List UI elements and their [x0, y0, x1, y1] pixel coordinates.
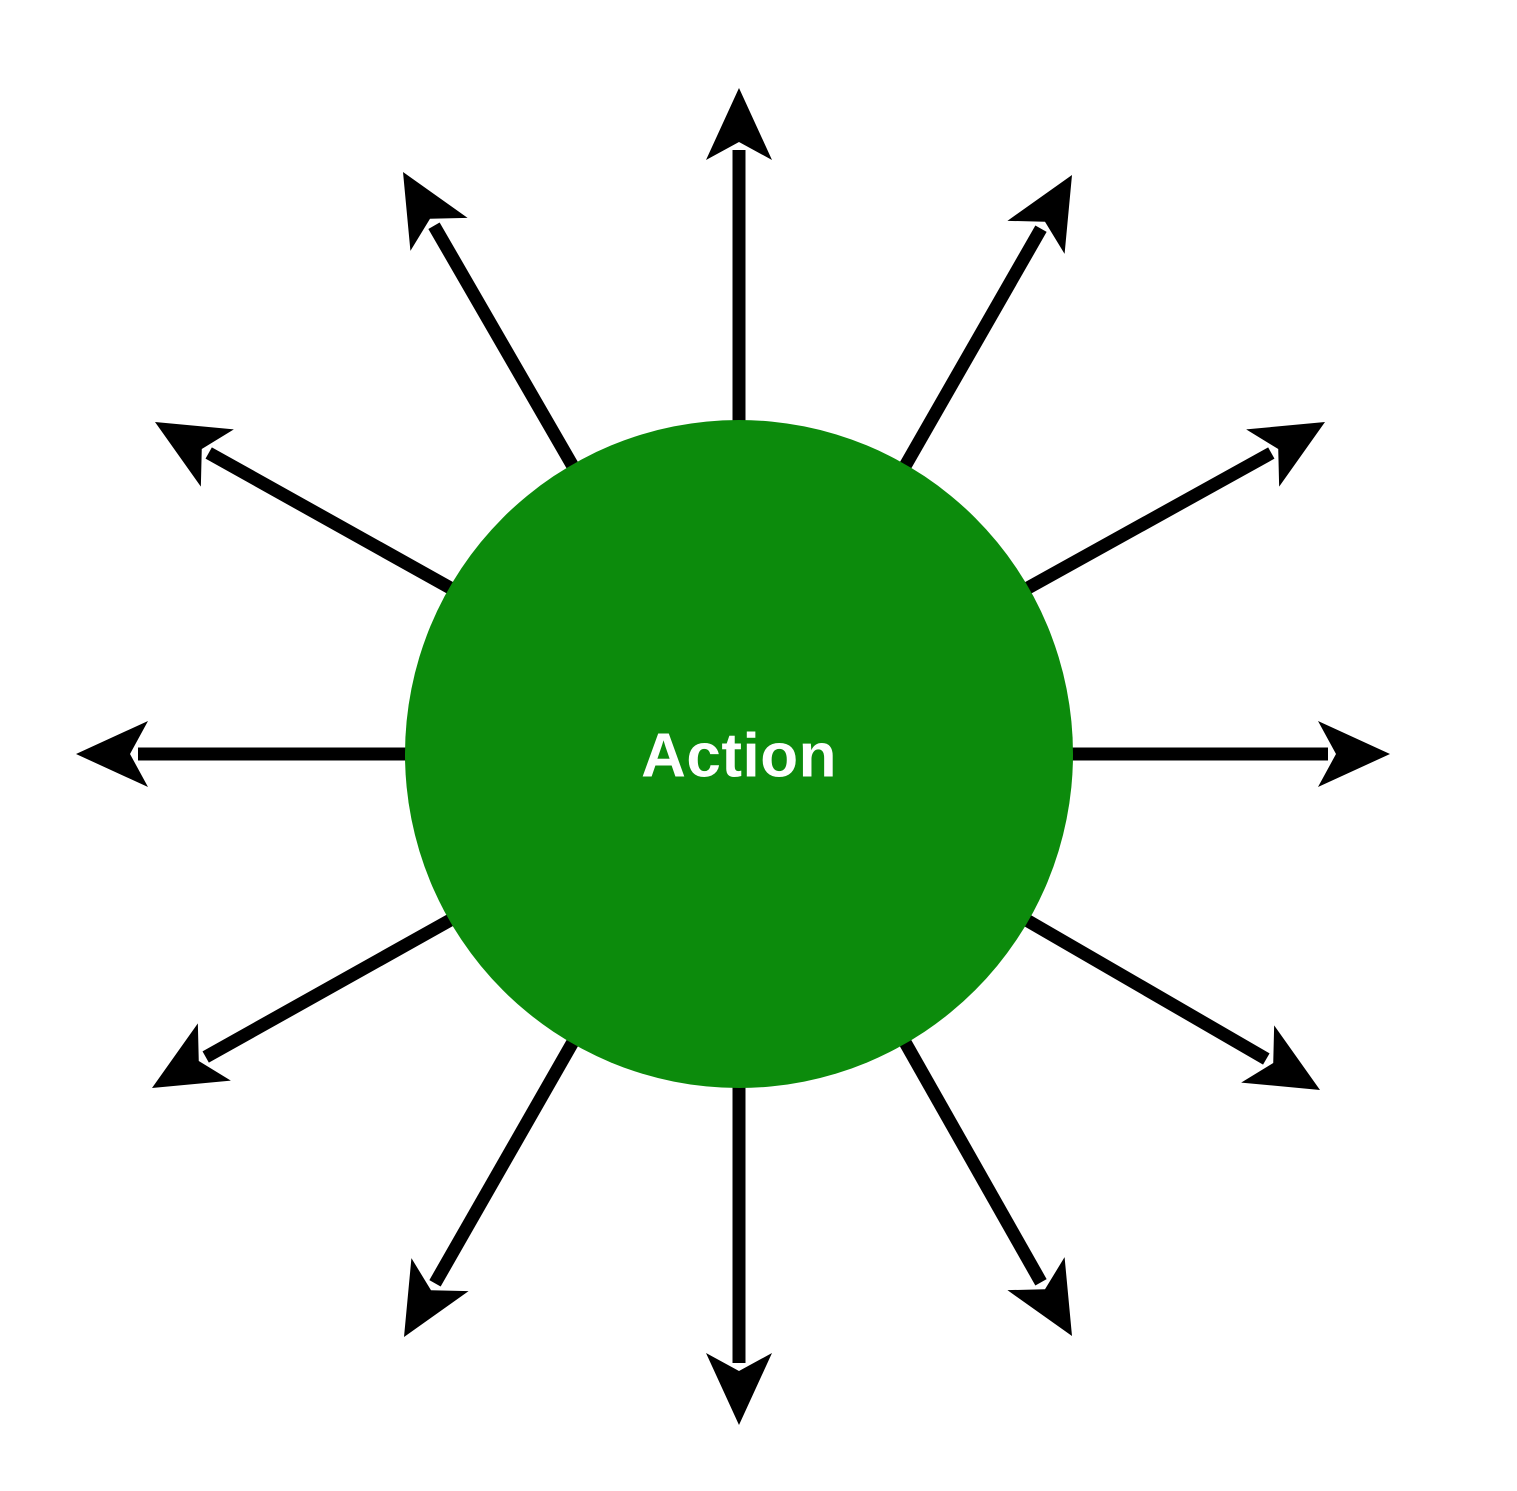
arrow-down-left-60 [152, 895, 488, 1088]
arrow-left [76, 721, 445, 787]
arrow-up-right-60 [990, 422, 1325, 613]
arrow-left-head-icon [76, 721, 148, 787]
arrow-down [706, 1048, 772, 1425]
arrow-up-left-60 [155, 422, 488, 613]
arrow-up-right-30-shaft [880, 225, 1047, 503]
arrow-down-right-30-shaft [880, 1005, 1047, 1286]
hub-circle[interactable] [405, 420, 1073, 1088]
arrow-down-left-60-shaft [202, 895, 488, 1063]
arrow-up-head-icon [706, 88, 772, 160]
arrow-up-left-30-head-icon [403, 172, 468, 251]
arrow-up [706, 88, 772, 460]
arrow-down-right-60-head-icon [1241, 1025, 1320, 1090]
arrow-down-left-30-shaft [429, 1005, 598, 1287]
arrow-down-head-icon [706, 1353, 772, 1425]
arrow-down-right-30-head-icon [1007, 1257, 1072, 1336]
arrow-down-left-60-head-icon [152, 1023, 231, 1088]
arrow-down-left-30 [404, 1005, 598, 1337]
hub-label: Action [641, 721, 837, 790]
arrow-up-right-60-shaft [990, 447, 1275, 613]
arrow-down-right-60-shaft [990, 895, 1270, 1065]
arrow-up-right-30-head-icon [1007, 175, 1072, 254]
arrow-right [1033, 721, 1390, 787]
arrow-up-left-30-shaft [428, 222, 598, 503]
arrow-down-right-30 [880, 1005, 1072, 1336]
arrow-down-right-60 [990, 895, 1320, 1090]
arrow-up-left-60-shaft [205, 447, 488, 613]
arrow-up-left-60-head-icon [155, 422, 234, 487]
arrows-layer [76, 88, 1390, 1425]
arrow-down-left-30-head-icon [404, 1258, 469, 1337]
arrow-up-left-30 [403, 172, 598, 503]
arrow-right-head-icon [1318, 721, 1390, 787]
arrow-up-right-60-head-icon [1246, 422, 1325, 487]
arrow-up-right-30 [880, 175, 1072, 503]
